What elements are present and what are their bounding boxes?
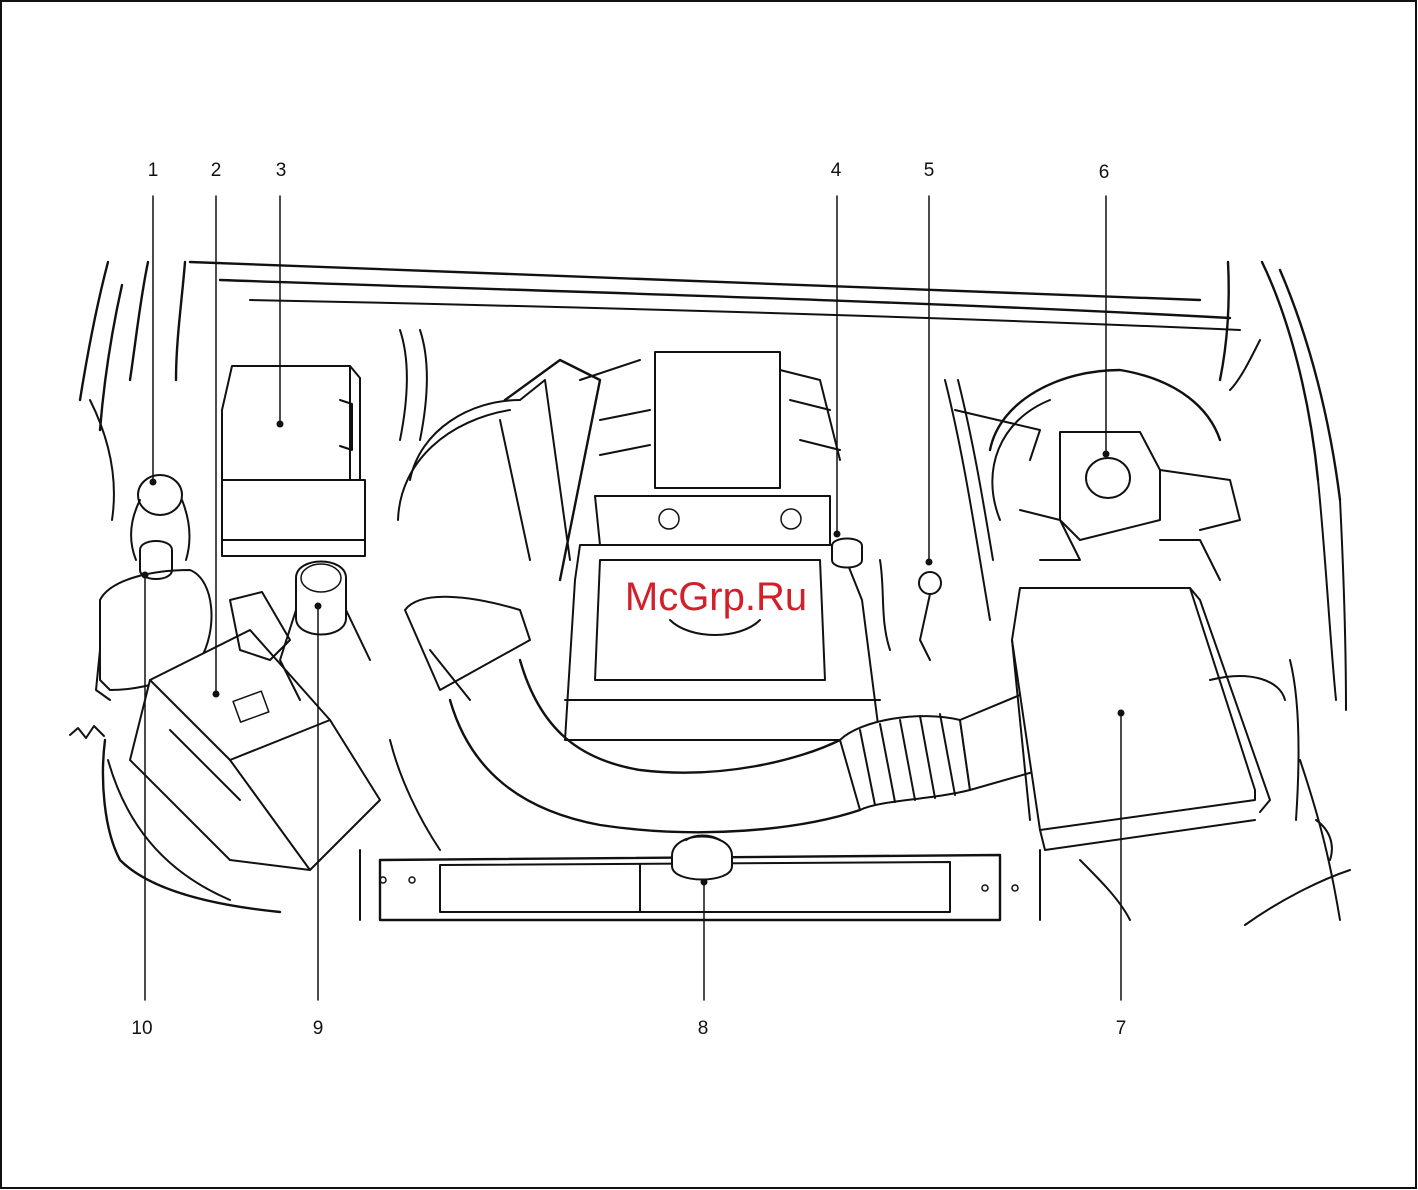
leader-dot-2 bbox=[213, 691, 220, 698]
reservoir-cap-1 bbox=[138, 475, 182, 515]
leader-dot-6 bbox=[1103, 451, 1110, 458]
leader-dot-10 bbox=[142, 572, 149, 579]
callout-9: 9 bbox=[313, 1018, 324, 1039]
leader-dot-5 bbox=[926, 559, 933, 566]
leader-dot-9 bbox=[315, 603, 322, 610]
callout-1: 1 bbox=[148, 160, 159, 181]
callout-10: 10 bbox=[131, 1018, 152, 1039]
callout-4: 4 bbox=[831, 160, 842, 181]
callout-7: 7 bbox=[1116, 1018, 1127, 1039]
watermark-text: McGrp.Ru bbox=[625, 575, 807, 619]
leader-dot-1 bbox=[150, 479, 157, 486]
fuse-box bbox=[222, 366, 365, 556]
radiator-cap bbox=[672, 836, 732, 880]
leader-dot-7 bbox=[1118, 710, 1125, 717]
brake-booster bbox=[990, 370, 1240, 560]
callout-5: 5 bbox=[924, 160, 935, 181]
air-cleaner-box bbox=[1012, 588, 1285, 850]
battery bbox=[130, 592, 380, 870]
leader-dot-4 bbox=[834, 531, 841, 538]
callout-6: 6 bbox=[1099, 162, 1110, 183]
callout-2: 2 bbox=[211, 160, 222, 181]
callout-8: 8 bbox=[698, 1018, 709, 1039]
leader-dot-8 bbox=[701, 879, 708, 886]
leader-dot-3 bbox=[277, 421, 284, 428]
callout-3: 3 bbox=[276, 160, 287, 181]
